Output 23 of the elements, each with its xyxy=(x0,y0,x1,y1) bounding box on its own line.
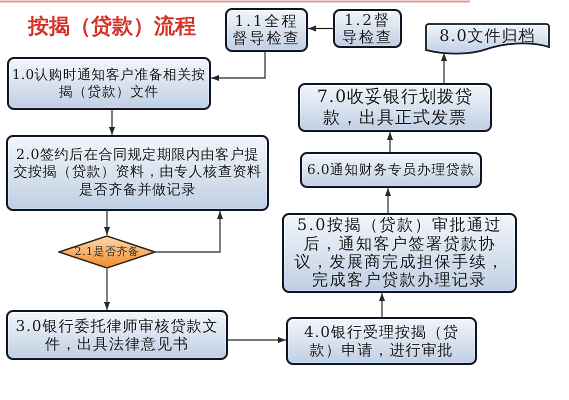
process-box: 5.0按揭（贷款）审批通过后，通知客户签署贷款协议，发展商完成担保手续，完成客户贷款办理记录 xyxy=(282,213,517,293)
decision-diamond: 2.1是否齐备 xyxy=(58,235,156,269)
arrow xyxy=(104,269,110,310)
process-box: 1.2督导检查 xyxy=(333,9,402,48)
arrow xyxy=(109,110,115,135)
process-box: 3.0银行委托律师审核贷款文件，出具法律意见书 xyxy=(6,310,228,360)
arrow xyxy=(228,337,286,343)
arrow xyxy=(441,53,447,83)
document-shape: 8.0文件归档 xyxy=(425,23,550,55)
process-box: 6.0通知财务专员办理贷款 xyxy=(300,152,482,188)
arrow xyxy=(308,26,333,32)
arrow xyxy=(156,211,223,253)
title: 按揭（贷款）流程 xyxy=(28,13,196,40)
process-box: 2.0签约后在合同规定期限内由客户提交按揭（贷款）资料，由专人核查资料是否齐备并做记录 xyxy=(6,135,269,211)
arrow xyxy=(104,211,110,235)
process-box: 7.0收妥银行划拨贷款，出具正式发票 xyxy=(298,83,492,132)
arrow xyxy=(379,293,385,317)
process-box: 1.1全程督导检查 xyxy=(225,8,308,52)
arrow xyxy=(385,188,391,213)
arrow xyxy=(211,52,266,81)
arrow xyxy=(387,132,393,152)
process-box: 4.0银行受理按揭（贷款）申请，进行审批 xyxy=(286,317,477,365)
process-box: 1.0认购时通知客户准备相关按揭（贷款）文件 xyxy=(7,57,211,110)
